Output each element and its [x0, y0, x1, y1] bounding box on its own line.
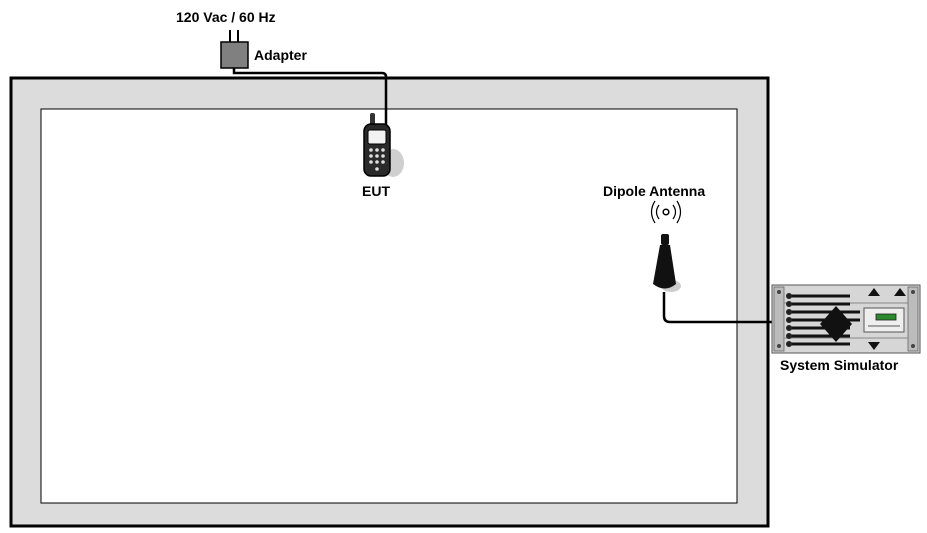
- power-source-label: 120 Vac / 60 Hz: [176, 9, 276, 25]
- adapter-cable: [232, 68, 388, 138]
- dipole-antenna-label: Dipole Antenna: [603, 183, 706, 199]
- power-adapter-icon: [220, 30, 249, 69]
- adapter-label: Adapter: [254, 47, 307, 63]
- mobile-phone-icon: [363, 113, 404, 177]
- system-simulator-label: System Simulator: [780, 357, 899, 373]
- system-simulator-icon: [771, 284, 921, 354]
- dipole-antenna-icon: [650, 200, 682, 292]
- antenna-cable: [662, 292, 785, 324]
- eut-label: EUT: [362, 183, 390, 199]
